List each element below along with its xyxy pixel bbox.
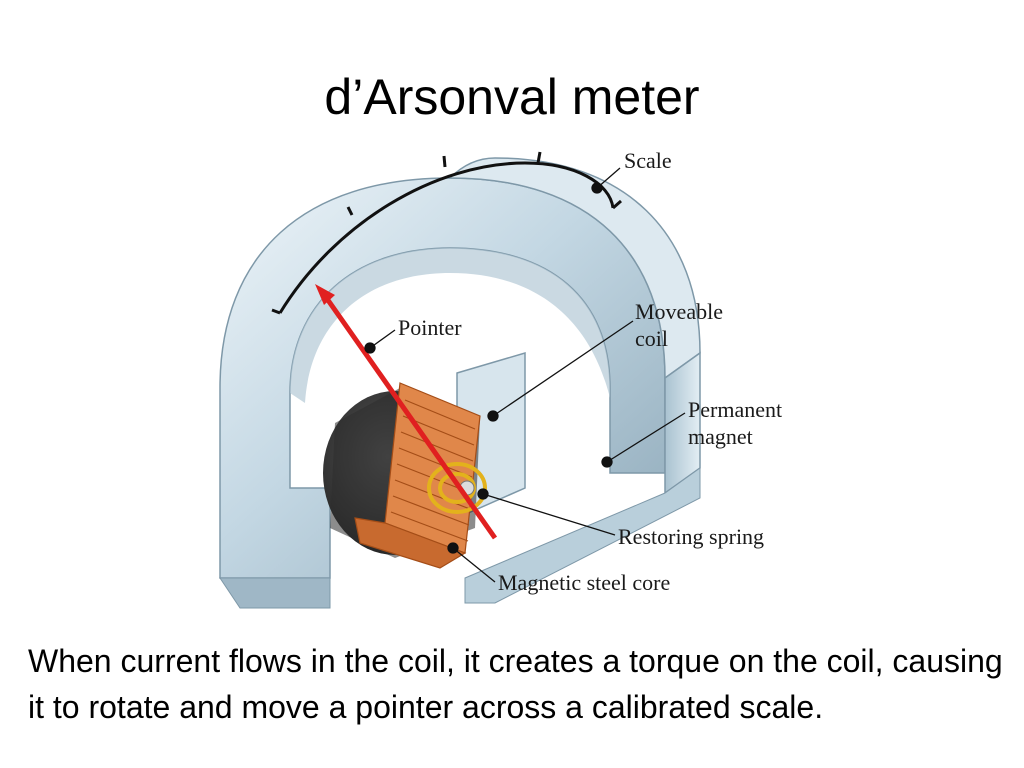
calibrated-scale <box>271 151 622 315</box>
pointer-tip <box>315 284 335 305</box>
label-moveable-coil-1: Moveable <box>635 299 723 324</box>
magnet-inner-arch <box>290 248 610 403</box>
magnet-base <box>219 577 331 609</box>
slide-body-text: When current flows in the coil, it creat… <box>28 643 1003 725</box>
label-permanent-magnet-2: magnet <box>688 424 753 449</box>
meter-illustration: Scale Pointer Moveable coil Permanent ma… <box>219 148 782 609</box>
slide-title: d’Arsonval meter <box>324 69 700 125</box>
label-pointer: Pointer <box>398 315 462 340</box>
label-leaders <box>364 167 686 583</box>
label-restoring-spring: Restoring spring <box>618 524 764 549</box>
magnet-top-depth <box>448 157 701 380</box>
label-magnetic-steel-core: Magnetic steel core <box>498 570 670 595</box>
magnet-base-right <box>464 467 701 604</box>
pointer-needle <box>320 291 498 540</box>
label-scale: Scale <box>624 148 672 173</box>
label-permanent-magnet-1: Permanent <box>688 397 782 422</box>
label-moveable-coil-2: coil <box>635 326 668 351</box>
meter-diagram: Scale Pointer Moveable coil Permanent ma… <box>195 138 820 616</box>
